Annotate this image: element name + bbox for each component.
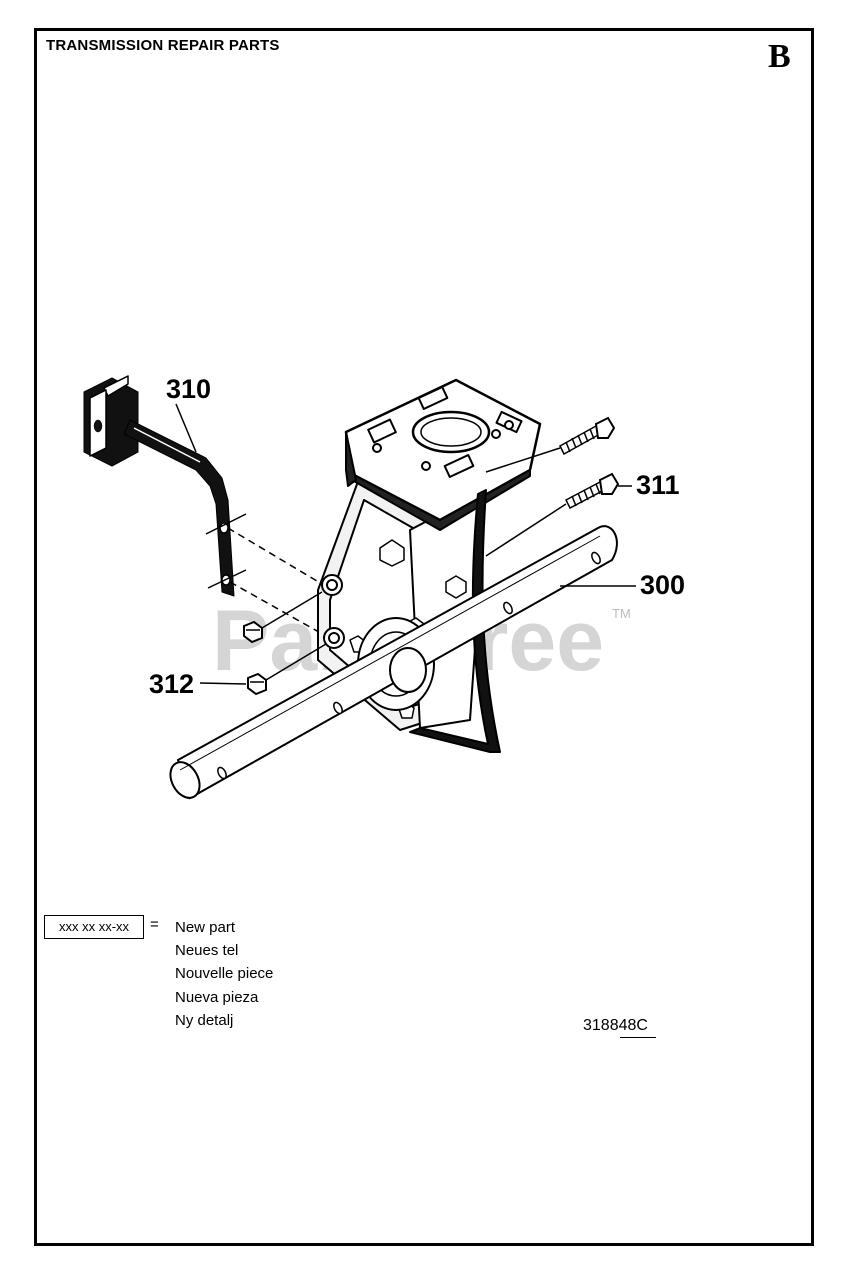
legend-list: New part Neues tel Nouvelle piece Nueva … [175, 916, 273, 1032]
page-frame [34, 28, 814, 1246]
callout-311: 311 [636, 470, 680, 500]
legend-item: Nueva pieza [175, 988, 259, 1006]
legend-item: Neues tel [175, 942, 239, 960]
new-part-legend-box: xxx xx xx-xx [44, 915, 144, 939]
callout-300: 300 [640, 570, 685, 600]
page-title: TRANSMISSION REPAIR PARTS [46, 37, 280, 54]
part-312-nuts [243, 591, 327, 696]
legend-item: Ny detalj [175, 1011, 234, 1029]
document-number-underline [620, 1037, 656, 1038]
part-311-bolts [485, 416, 620, 557]
legend-equals: = [150, 916, 159, 933]
callout-312: 312 [149, 669, 194, 699]
watermark-tm: TM [612, 606, 631, 621]
legend-item: Nouvelle piece [175, 965, 274, 983]
section-letter: B [768, 38, 791, 75]
part-300-shaft [169, 525, 618, 800]
legend-item: New part [175, 919, 236, 936]
document-number: 318848C [583, 1017, 648, 1034]
leader-lines [175, 403, 636, 685]
part-310-bracket [83, 375, 327, 637]
callout-310: 310 [166, 374, 211, 404]
